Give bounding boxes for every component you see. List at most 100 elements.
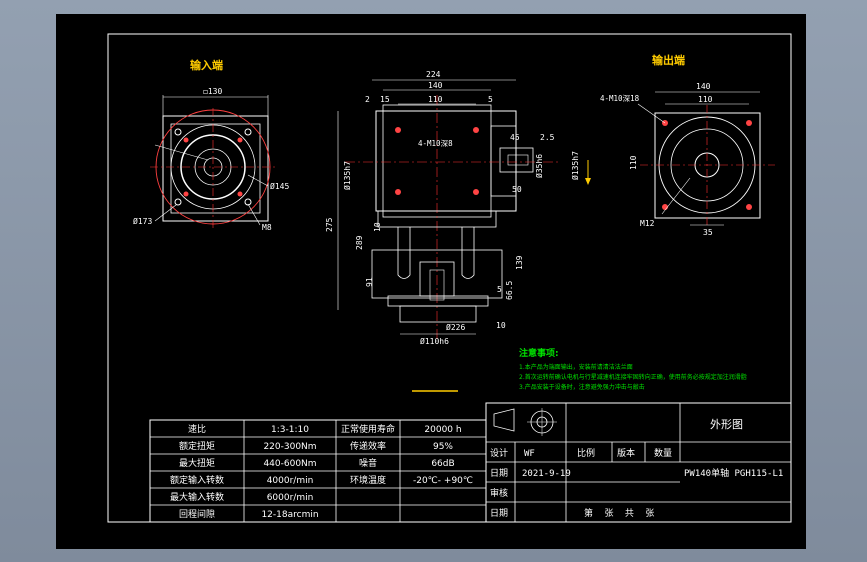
output-tap bbox=[746, 204, 752, 210]
note-item-2: 2.首次运转前确认电机与行星减速机连接牢固转向正确，使用前务必按规定加注润滑脂 bbox=[519, 373, 747, 381]
output-boss bbox=[490, 125, 517, 197]
dim-10b: 10 bbox=[496, 321, 506, 330]
spec-cell: 速比 bbox=[188, 423, 206, 435]
tb-date-label: 日期 bbox=[490, 468, 508, 479]
note-item-1: 1.本产品为端面输出，安装前请清洁法兰面 bbox=[519, 363, 633, 371]
tb-qty-label: 数量 bbox=[654, 447, 672, 459]
dim-2-5: 2.5 bbox=[540, 133, 555, 142]
tb-sheet: 第 张 共 张 bbox=[584, 507, 654, 519]
dim-66-5: 66.5 bbox=[505, 281, 514, 300]
leader-line bbox=[247, 174, 269, 187]
output-tap bbox=[746, 120, 752, 126]
shaft-key bbox=[507, 154, 529, 166]
dim-50: 50 bbox=[512, 185, 522, 194]
spec-cell: 回程间隙 bbox=[179, 508, 215, 520]
dim-289: 289 bbox=[355, 235, 364, 250]
paper-area bbox=[56, 14, 806, 549]
out-dim-side-110: 110 bbox=[629, 155, 638, 170]
tb-date: 2021-9-19 bbox=[522, 469, 571, 479]
mount-tap bbox=[395, 127, 401, 133]
spec-cell: 440-600Nm bbox=[263, 459, 316, 469]
mount-tap bbox=[473, 189, 479, 195]
view-arrow-head bbox=[585, 178, 591, 185]
clamp-slot bbox=[397, 227, 411, 279]
notes-title: 注意事项: bbox=[519, 347, 559, 359]
dim-224: 224 bbox=[426, 70, 441, 79]
dim-110: 110 bbox=[428, 95, 443, 104]
dim-135h7: Ø135h7 bbox=[342, 161, 352, 190]
spec-cell: 额定扭矩 bbox=[179, 440, 215, 452]
out-dim-110: 110 bbox=[698, 95, 713, 104]
out-dim-m12: M12 bbox=[640, 219, 655, 228]
title-block-border bbox=[485, 402, 792, 523]
spec-cell: 12-18arcmin bbox=[261, 510, 318, 520]
spec-cell: 传递效率 bbox=[350, 440, 386, 452]
out-dim-35: 35 bbox=[703, 228, 713, 237]
input-view-label: 输入端 bbox=[190, 58, 223, 72]
dim-45: 45 bbox=[510, 133, 520, 142]
input-hole bbox=[244, 128, 252, 136]
dim-173: Ø173 bbox=[133, 216, 152, 226]
dim-15: 15 bbox=[380, 95, 390, 104]
leader-line bbox=[247, 203, 261, 226]
dim-110h6: Ø110h6 bbox=[420, 336, 449, 346]
dim-135h7-b: Ø135h7 bbox=[570, 151, 580, 180]
spec-cell: 6000r/min bbox=[267, 493, 314, 503]
tb-date2-label: 日期 bbox=[490, 508, 508, 519]
spec-cell: 最大输入转数 bbox=[170, 491, 224, 503]
tb-design-label: 设计 bbox=[490, 447, 508, 459]
spec-cell: 95% bbox=[433, 442, 453, 452]
dim-5: 5 bbox=[488, 95, 493, 104]
output-shaft bbox=[499, 147, 534, 173]
out-dim-140: 140 bbox=[696, 82, 711, 91]
dim-145: Ø145 bbox=[270, 181, 289, 191]
input-tap bbox=[183, 137, 189, 143]
dim-m8: M8 bbox=[262, 223, 272, 232]
tb-review-label: 审核 bbox=[490, 487, 508, 499]
note-item-3: 3.产品安装于设备时，注意避免强力冲击与敲击 bbox=[519, 383, 645, 391]
dim-275: 275 bbox=[325, 217, 334, 232]
output-view-label: 输出端 bbox=[652, 53, 685, 67]
input-spigot bbox=[399, 305, 477, 323]
leader-line bbox=[661, 177, 691, 215]
projection-symbol-cone bbox=[493, 408, 515, 432]
dim-2: 2 bbox=[365, 95, 370, 104]
lower-adapter bbox=[377, 210, 497, 228]
tb-model: PW140单轴 PGH115-L1 bbox=[684, 467, 783, 479]
dim-5b: 5 bbox=[497, 285, 502, 294]
coupling-bore bbox=[429, 269, 445, 301]
input-flange-view: 输入端 ◻130 Ø145 Ø173 M8 bbox=[133, 58, 289, 232]
output-square-flange bbox=[654, 112, 761, 219]
spec-cell: 最大扭矩 bbox=[179, 457, 215, 469]
leader-line bbox=[154, 204, 177, 222]
title-block: 外形图 设计 WF 比例 版本 数量 日期 2021-9-19 PW140单轴 … bbox=[485, 402, 792, 523]
input-tap bbox=[183, 191, 189, 197]
spec-cell: 噪音 bbox=[359, 457, 377, 469]
input-square-flange bbox=[162, 115, 269, 222]
spec-cell: 额定输入转数 bbox=[170, 474, 224, 486]
dim-139: 139 bbox=[515, 255, 524, 270]
dim-130: ◻130 bbox=[203, 87, 222, 96]
leader-line bbox=[154, 144, 209, 161]
spec-cell: 正常使用寿命 bbox=[341, 423, 395, 435]
tb-designer: WF bbox=[524, 449, 535, 459]
drawing-title: 外形图 bbox=[710, 418, 743, 431]
tb-scale-label: 比例 bbox=[577, 447, 595, 459]
clamp-slot bbox=[461, 227, 475, 279]
dim-mount-holes: 4-M10深8 bbox=[418, 139, 453, 148]
spec-cell: -20℃- +90℃ bbox=[413, 476, 473, 486]
out-dim-holes: 4-M10深18 bbox=[600, 94, 640, 103]
dim-226: Ø226 bbox=[446, 322, 465, 332]
tb-version-label: 版本 bbox=[617, 447, 635, 459]
leader-line bbox=[637, 103, 666, 124]
spec-cell: 20000 h bbox=[424, 425, 461, 435]
input-hole bbox=[174, 198, 182, 206]
side-view: 224 140 110 2 15 5 4-M10深8 45 2.5 50 Ø13… bbox=[325, 70, 591, 346]
spec-cell: 4000r/min bbox=[267, 476, 314, 486]
dim-140: 140 bbox=[428, 81, 443, 90]
technical-notes: 注意事项: 1.本产品为端面输出，安装前请清洁法兰面 2.首次运转前确认电机与行… bbox=[519, 347, 747, 391]
input-hole bbox=[244, 198, 252, 206]
output-flange-view: 输出端 140 110 4-M10深18 110 M12 35 bbox=[600, 53, 775, 237]
